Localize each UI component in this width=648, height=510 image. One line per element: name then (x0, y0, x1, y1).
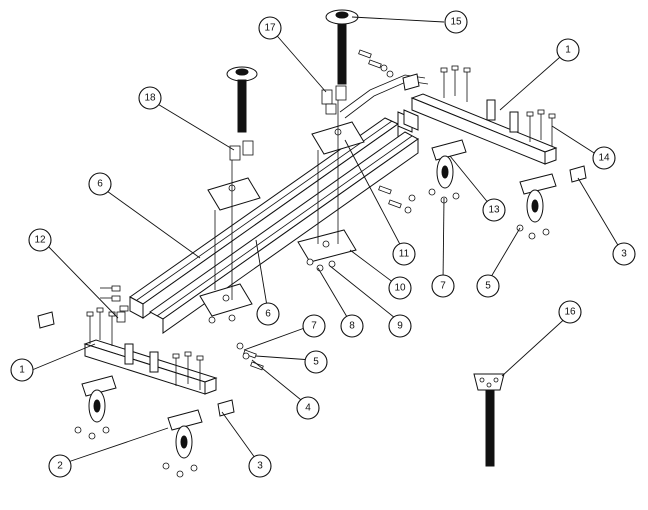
svg-text:6: 6 (265, 309, 271, 320)
svg-text:10: 10 (394, 283, 406, 294)
svg-text:6: 6 (97, 179, 103, 190)
callout-4: 4 (296, 396, 320, 420)
svg-text:11: 11 (399, 249, 410, 260)
callout-16: 16 (558, 300, 582, 324)
leveling-foot-left (226, 66, 258, 161)
callout-17: 17 (258, 16, 282, 40)
callout-12: 12 (28, 228, 52, 252)
right-caster-front (428, 139, 467, 204)
callout-8: 8 (340, 314, 364, 338)
svg-text:17: 17 (264, 23, 276, 34)
svg-text:2: 2 (57, 461, 63, 472)
callout-3-right: 3 (612, 242, 636, 266)
svg-text:1: 1 (19, 365, 25, 376)
callout-1-left: 1 (10, 358, 34, 382)
svg-text:15: 15 (450, 17, 462, 28)
svg-text:13: 13 (488, 205, 500, 216)
svg-text:18: 18 (144, 93, 156, 104)
assembly-guide-lines (214, 90, 339, 300)
svg-text:9: 9 (397, 321, 403, 332)
callout-15: 15 (444, 10, 468, 34)
svg-text:5: 5 (313, 357, 319, 368)
left-cross-frame (37, 307, 235, 478)
callout-13: 13 (482, 198, 506, 222)
svg-text:16: 16 (564, 307, 576, 318)
leveling-foot-right (321, 9, 359, 115)
callout-6-upper: 6 (88, 172, 112, 196)
callout-6-lower: 6 (256, 302, 280, 326)
callout-10: 10 (388, 276, 412, 300)
loose-hardware (116, 49, 416, 371)
svg-text:14: 14 (598, 153, 610, 164)
callout-1-right: 1 (556, 38, 580, 62)
callout-5-center: 5 (304, 350, 328, 374)
callout-2: 2 (48, 454, 72, 478)
svg-text:8: 8 (349, 321, 355, 332)
svg-text:4: 4 (305, 403, 311, 414)
callout-balloons: 1 1 2 3 3 4 5 5 6 6 7 7 8 9 10 11 12 13 … (10, 10, 636, 478)
left-frame-bolts (86, 307, 204, 390)
callout-11: 11 (392, 242, 416, 266)
svg-text:3: 3 (621, 249, 627, 260)
leader-lines (31, 16, 623, 463)
left-caster-front (74, 375, 117, 440)
right-caster-rear (516, 173, 557, 240)
right-frame-bolts (440, 65, 556, 146)
callout-5-right: 5 (476, 274, 500, 298)
main-beam-assembly (100, 109, 419, 334)
svg-text:7: 7 (440, 281, 446, 292)
svg-text:7: 7 (311, 321, 317, 332)
callout-9: 9 (388, 314, 412, 338)
callout-18: 18 (138, 86, 162, 110)
callout-3-left: 3 (248, 454, 272, 478)
left-caster-rear (162, 409, 203, 478)
right-cross-frame (402, 65, 587, 240)
svg-text:5: 5 (485, 281, 491, 292)
svg-text:3: 3 (257, 461, 263, 472)
callout-7-right: 7 (431, 274, 455, 298)
svg-text:1: 1 (565, 45, 571, 56)
svg-text:12: 12 (34, 235, 46, 246)
stud-with-plate (473, 373, 505, 467)
callout-7-center: 7 (302, 314, 326, 338)
callout-14: 14 (592, 146, 616, 170)
